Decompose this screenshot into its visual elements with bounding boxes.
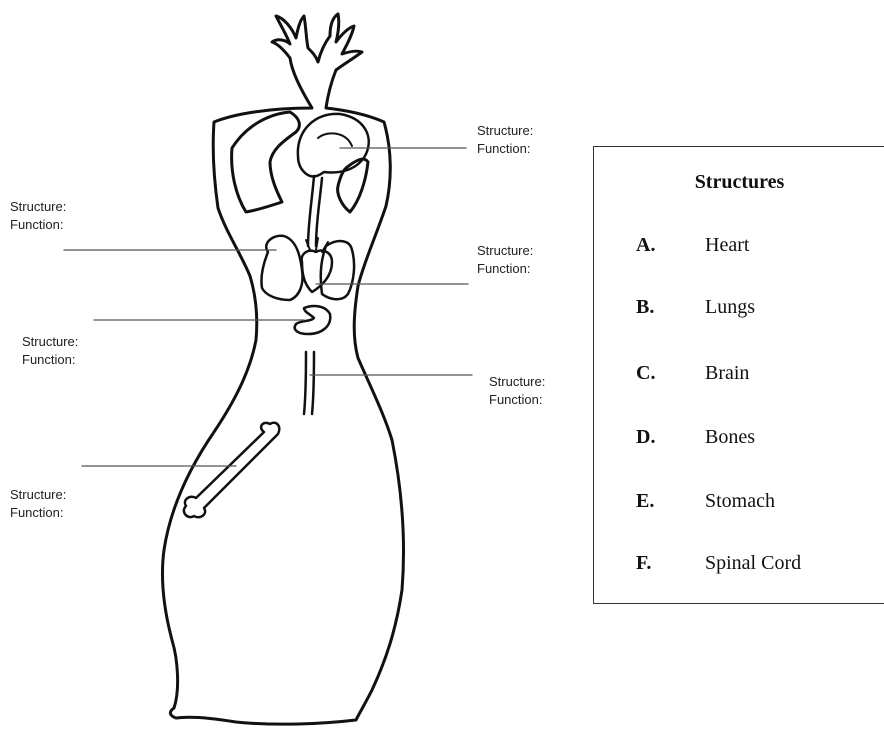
legend-name: Brain (705, 362, 749, 385)
structures-legend: Structures A. Heart B. Lungs C. Brain D.… (593, 146, 884, 604)
legend-title: Structures (594, 171, 884, 194)
legend-item: C. Brain (594, 362, 884, 392)
brain-drawing (298, 114, 369, 177)
legend-letter: D. (636, 426, 655, 449)
legend-name: Lungs (705, 296, 755, 319)
label-heart: Structure: Function: (477, 242, 533, 278)
bone-drawing (184, 423, 279, 518)
left-lung-drawing (261, 236, 302, 300)
function-label: Function: (477, 260, 533, 278)
legend-name: Heart (705, 234, 749, 257)
legend-item: A. Heart (594, 234, 884, 264)
label-brain: Structure: Function: (477, 122, 533, 158)
function-label: Function: (489, 391, 545, 409)
legend-name: Spinal Cord (705, 552, 801, 575)
body-silhouette (162, 14, 403, 724)
legend-letter: A. (636, 234, 655, 257)
legend-letter: E. (636, 490, 654, 513)
structure-label: Structure: (10, 198, 66, 216)
legend-letter: B. (636, 296, 654, 319)
structure-label: Structure: (477, 122, 533, 140)
function-label: Function: (10, 504, 66, 522)
structure-label: Structure: (22, 333, 78, 351)
label-stomach: Structure: Function: (22, 333, 78, 369)
structure-label: Structure: (477, 242, 533, 260)
label-lungs: Structure: Function: (10, 198, 66, 234)
function-label: Function: (477, 140, 533, 158)
structure-label: Structure: (10, 486, 66, 504)
function-label: Function: (10, 216, 66, 234)
legend-item: D. Bones (594, 426, 884, 456)
arm-opening (232, 112, 300, 212)
leader-lines (64, 148, 472, 466)
function-label: Function: (22, 351, 78, 369)
legend-item: B. Lungs (594, 296, 884, 326)
legend-letter: C. (636, 362, 655, 385)
legend-name: Bones (705, 426, 755, 449)
spinal-cord-drawing (308, 176, 322, 246)
structure-label: Structure: (489, 373, 545, 391)
legend-item: E. Stomach (594, 490, 884, 520)
legend-item: F. Spinal Cord (594, 552, 884, 582)
label-bone: Structure: Function: (10, 486, 66, 522)
legend-letter: F. (636, 552, 651, 575)
label-spinal-cord: Structure: Function: (489, 373, 545, 409)
legend-name: Stomach (705, 490, 775, 513)
right-lung-drawing (321, 241, 354, 299)
heart-drawing (302, 250, 332, 292)
